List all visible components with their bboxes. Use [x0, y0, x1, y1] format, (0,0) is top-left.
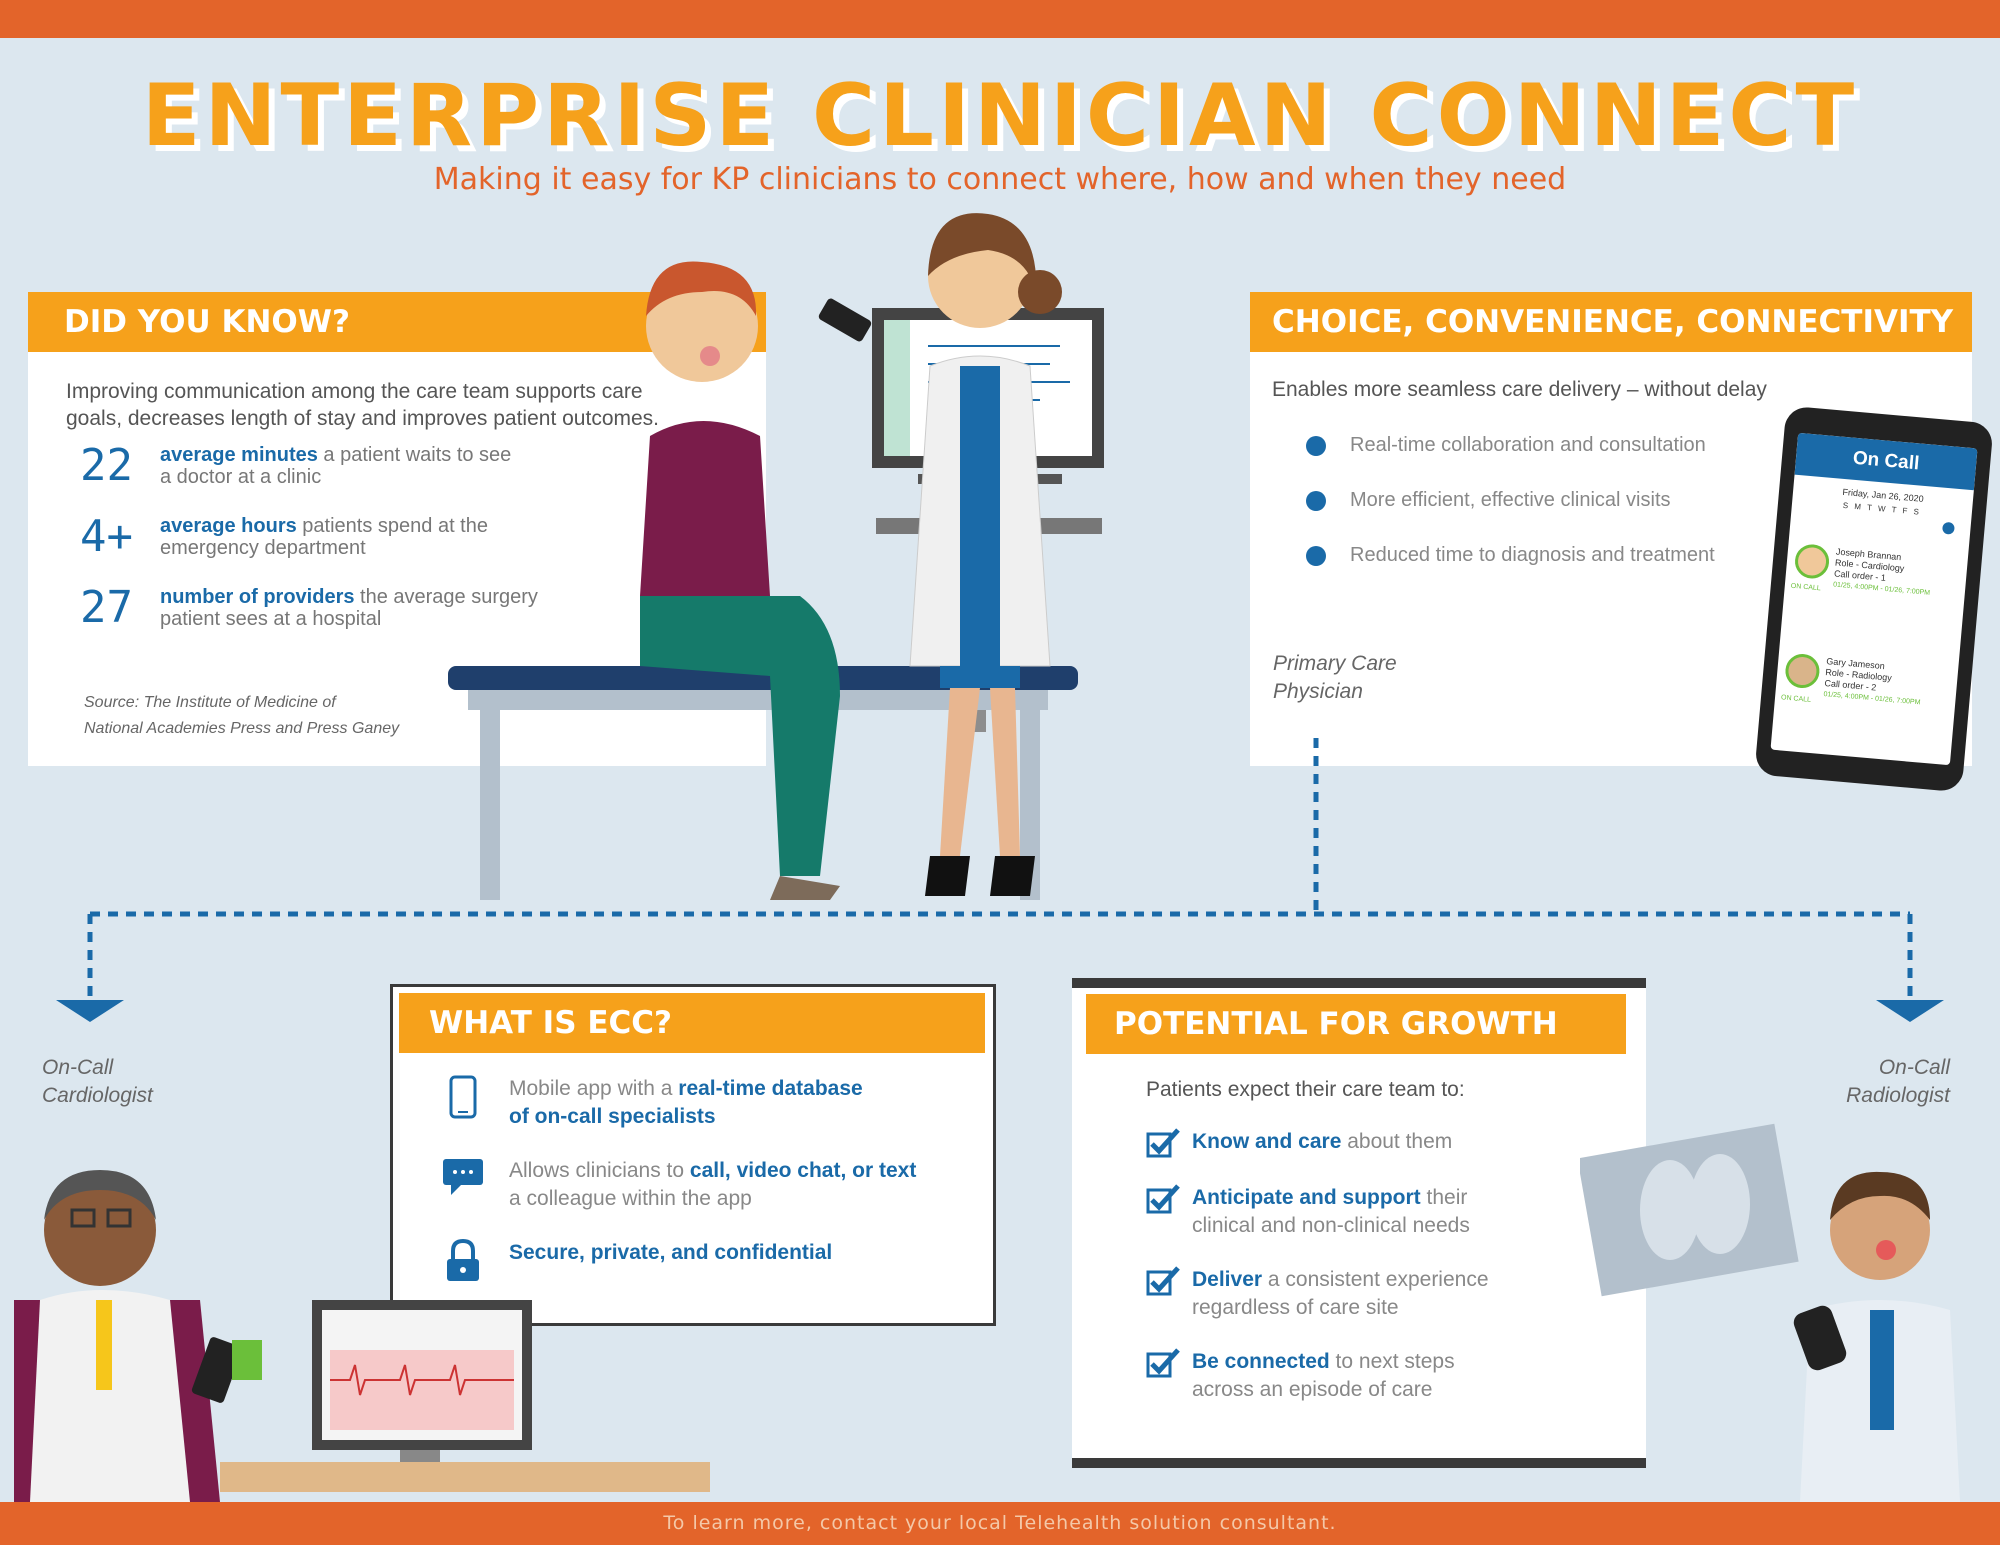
did-you-know-panel: DID YOU KNOW? Improving communication am…: [28, 292, 766, 766]
choice-intro: Enables more seamless care delivery – wi…: [1272, 378, 1767, 401]
choice-heading: CHOICE, CONVENIENCE, CONNECTIVITY: [1250, 292, 1972, 352]
what-is-ecc-panel: WHAT IS ECC? Mobile app with a real-time…: [390, 984, 996, 1326]
page-title: ENTERPRISE CLINICIAN CONNECT: [141, 66, 1859, 166]
status-badge: ON CALL: [1780, 694, 1812, 704]
phone-header: On Call: [1794, 432, 1978, 491]
lock-icon: [433, 1239, 493, 1283]
avatar: [1784, 652, 1821, 690]
stats-list: 22 average minutes a patient waits to se…: [80, 440, 730, 633]
stat-number: 27: [80, 582, 133, 633]
exam-room-illustration: [448, 213, 1104, 900]
growth-heading: POTENTIAL FOR GROWTH: [1086, 994, 1626, 1054]
pcp-caption: Primary Care Physician: [1273, 652, 1397, 703]
phone-screen: On Call Friday, Jan 26, 2020 S M T W T F…: [1770, 432, 1978, 766]
choice-bullets: Real-time collaboration and consultation…: [1306, 434, 1715, 599]
bullet-item: More efficient, effective clinical visit…: [1306, 489, 1715, 512]
cardiologist-illustration: [14, 1170, 710, 1502]
bullet-dot-icon: [1306, 490, 1326, 511]
growth-item: Know and care about them: [1146, 1128, 1626, 1158]
stat-number: 22: [80, 440, 133, 491]
bullet-dot-icon: [1306, 435, 1326, 456]
checkbox-checked-icon: [1146, 1348, 1180, 1378]
chat-bubble-icon: [433, 1157, 493, 1197]
ecc-item: Allows clinicians to call, video chat, o…: [433, 1157, 973, 1213]
checkbox-checked-icon: [1146, 1266, 1180, 1296]
growth-panel: POTENTIAL FOR GROWTH Patients expect the…: [1072, 978, 1646, 1468]
stat-item: 27 number of providers the average surge…: [80, 582, 730, 633]
radiologist-illustration: [1580, 1123, 1960, 1502]
stat-item: 22 average minutes a patient waits to se…: [80, 440, 730, 491]
growth-list: Know and care about them Anticipate and …: [1146, 1128, 1626, 1430]
checkbox-checked-icon: [1146, 1128, 1180, 1158]
ecc-item: Secure, private, and confidential: [433, 1239, 973, 1283]
status-badge: ON CALL: [1790, 582, 1821, 593]
bullet-item: Reduced time to diagnosis and treatment: [1306, 544, 1715, 567]
radiologist-caption: On-Call Radiologist: [1846, 1056, 1950, 1107]
phone-contact[interactable]: Joseph Brannan Role - Cardiology Call or…: [1793, 543, 1962, 601]
mobile-phone-icon: [433, 1075, 493, 1119]
cardiologist-caption: On-Call Cardiologist: [42, 1056, 153, 1107]
stat-number: 4+: [80, 511, 133, 562]
growth-intro: Patients expect their care team to:: [1146, 1078, 1465, 1101]
page-subtitle: Making it easy for KP clinicians to conn…: [433, 162, 1567, 197]
source-note: Source: The Institute of Medicine of Nat…: [84, 694, 400, 737]
bullet-item: Real-time collaboration and consultation: [1306, 434, 1715, 457]
connector-lines: [56, 738, 1944, 1022]
what-is-ecc-heading: WHAT IS ECC?: [399, 993, 985, 1053]
checkbox-checked-icon: [1146, 1184, 1180, 1214]
bullet-dot-icon: [1306, 545, 1326, 566]
footer-bar: To learn more, contact your local Telehe…: [0, 1502, 2000, 1545]
did-you-know-intro: Improving communication among the care t…: [66, 380, 660, 430]
did-you-know-heading: DID YOU KNOW?: [28, 292, 766, 352]
avatar: [1793, 543, 1831, 580]
top-bar: [0, 0, 2000, 38]
selected-day-icon: [1941, 521, 1955, 535]
